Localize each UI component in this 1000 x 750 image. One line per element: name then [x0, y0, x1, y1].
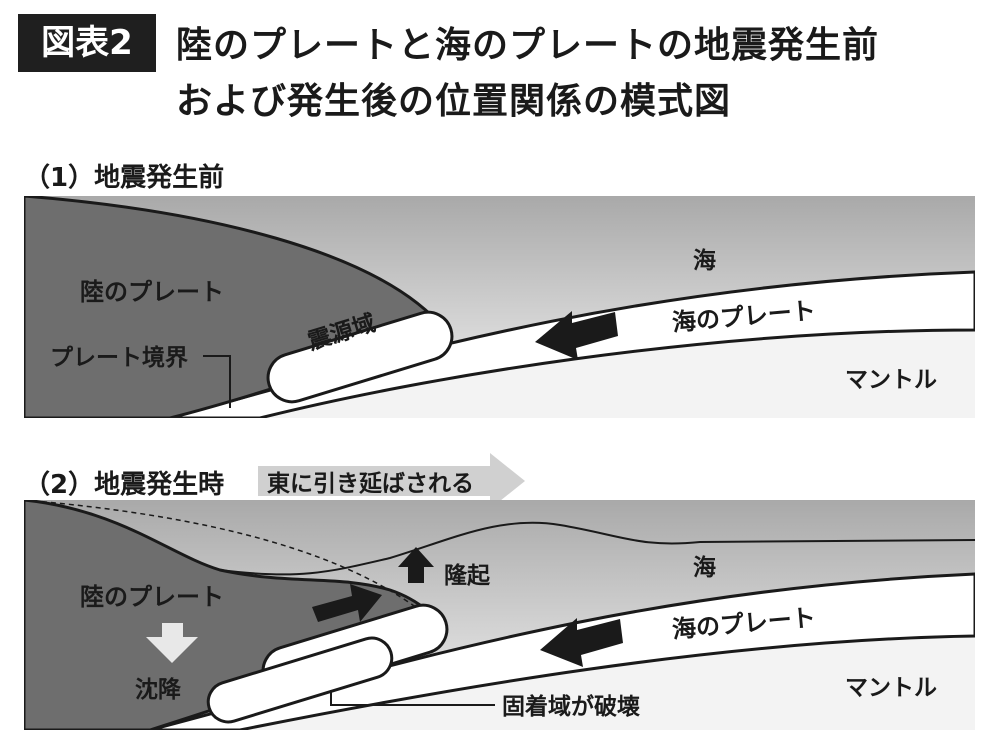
panel2-seafloor-line [219, 521, 975, 576]
panel1-sea-label: 海 [693, 247, 716, 274]
panel2-land-plate-label: 陸のプレート [80, 583, 224, 611]
panel1-diagram [24, 196, 975, 418]
panel1-land-plate-label: 陸のプレート [80, 278, 224, 306]
panel2-diagram [24, 500, 975, 730]
banner-arrow-label: 東に引き延ばされる [267, 471, 474, 497]
panel2-mantle-label: マントル [845, 675, 937, 701]
figure-badge: 図表2 [18, 14, 156, 72]
panel1-mantle-label: マントル [845, 367, 937, 393]
panel1-boundary-leader [203, 355, 231, 408]
banner-arrow [258, 453, 525, 509]
panel2-mantle [240, 636, 975, 730]
panel2-sea-label: 海 [693, 554, 716, 581]
panel2-original-surface-dashed [24, 500, 447, 633]
uplift-arrow [398, 547, 434, 583]
panel2-heading: （2）地震発生時 [24, 470, 225, 500]
panel2-locked-zone-leader [330, 690, 495, 706]
panel1-heading: （1）地震発生前 [24, 163, 225, 193]
panel1-source-region-capsule [266, 310, 454, 404]
panel2-land-motion-arrow [312, 584, 382, 622]
panel2-plate-motion-arrow [540, 618, 623, 667]
panel2-uplift-label: 隆起 [444, 563, 491, 589]
title-line-1: 陸のプレートと海のプレートの地震発生前 [176, 25, 880, 66]
panel1-plate-boundary-label: プレート境界 [50, 344, 188, 371]
panel2-locked-zone-label: 固着域が破壊 [502, 693, 640, 720]
panel1-mantle [180, 330, 975, 418]
panel2-lower-capsule [206, 636, 394, 724]
title-line-2: および発生後の位置関係の模式図 [176, 81, 732, 122]
panel2-subsidence-label: 沈降 [135, 677, 182, 703]
panel1-plate-motion-arrow [535, 311, 618, 360]
subsidence-arrow [146, 623, 198, 663]
